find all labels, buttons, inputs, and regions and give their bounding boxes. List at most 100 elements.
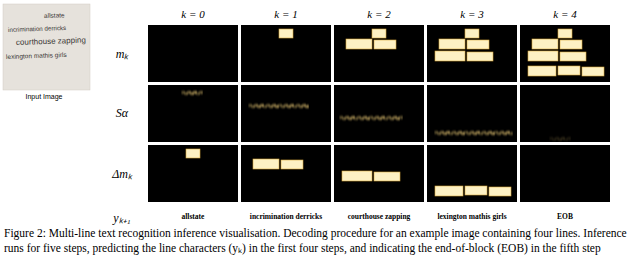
attention-dot <box>510 132 513 135</box>
prediction: allstate <box>182 212 205 221</box>
attention-dot <box>279 104 282 107</box>
attention-dot <box>504 132 507 135</box>
attention-dot <box>477 131 480 134</box>
attention-dot <box>200 91 203 94</box>
attention-map <box>148 85 238 142</box>
attention-dot <box>261 104 264 107</box>
row-label: yₖ₊₁ <box>113 209 131 226</box>
attention-dot <box>282 105 285 108</box>
attention-dot <box>394 116 397 119</box>
mask-edge <box>253 159 279 169</box>
attention-dot <box>352 116 355 119</box>
prediction: courthouse zapping <box>348 212 411 221</box>
attention-dot <box>249 104 252 107</box>
attention-dot <box>340 116 343 119</box>
attention-map <box>241 25 331 82</box>
mask-block <box>467 52 493 61</box>
map-ground <box>148 85 238 142</box>
mask-edge <box>467 52 493 61</box>
attention-map <box>427 85 517 142</box>
attention-dot <box>489 131 492 134</box>
attention-dot <box>559 138 562 141</box>
attention-dot <box>388 116 391 119</box>
attention-map <box>520 25 610 82</box>
attention-dot <box>303 104 306 107</box>
mask-edge <box>372 29 386 38</box>
attention-dot <box>397 117 400 120</box>
attention-dot <box>465 131 468 134</box>
mask-edge <box>532 39 558 49</box>
attention-dot <box>459 131 462 134</box>
attention-dot <box>273 104 276 107</box>
mask-edge <box>342 171 372 181</box>
mask-block <box>558 29 572 38</box>
mask-edge <box>435 186 463 196</box>
map-ground <box>520 145 610 202</box>
attention-dot <box>391 117 394 120</box>
attention-dot <box>507 131 510 134</box>
attention-dot <box>291 104 294 107</box>
attention-dot <box>297 104 300 107</box>
mask-edge <box>528 51 558 61</box>
attention-dot <box>562 137 565 140</box>
attention-dot <box>364 116 367 119</box>
attention-dot <box>343 117 346 120</box>
prediction: EOB <box>557 212 573 221</box>
mask-block <box>253 159 279 169</box>
map-ground <box>241 85 331 142</box>
row-label: Δmₖ <box>112 165 132 182</box>
mask-block <box>435 51 465 61</box>
mask-block <box>560 40 582 49</box>
attention-dot <box>471 131 474 134</box>
mask-edge <box>560 52 586 61</box>
mask-block <box>532 39 558 49</box>
mask-block <box>279 29 293 38</box>
mask-block <box>281 160 303 169</box>
attention-dot <box>270 105 273 108</box>
attention-dot <box>182 91 185 94</box>
mask-block <box>372 29 386 38</box>
attention-dot <box>474 132 477 135</box>
attention-dot <box>188 91 191 94</box>
attention-dot <box>444 132 447 135</box>
attention-map <box>334 145 424 202</box>
attention-dot <box>191 92 194 95</box>
attention-dot <box>185 92 188 95</box>
attention-dot <box>252 105 255 108</box>
mask-edge <box>346 39 372 49</box>
attention-dot <box>385 117 388 120</box>
row-label: mₖ <box>116 45 129 62</box>
attention-dot <box>349 117 352 120</box>
attention-dot <box>358 116 361 119</box>
input-photo <box>3 4 90 90</box>
mask-block <box>374 40 396 49</box>
step-header: k = 2 <box>367 8 390 20</box>
attention-map <box>334 85 424 142</box>
attention-dot <box>276 105 279 108</box>
mask-edge <box>435 51 465 61</box>
map-ground <box>334 85 424 142</box>
mask-block <box>528 66 556 76</box>
attention-dot <box>294 105 297 108</box>
attention-dot <box>456 132 459 135</box>
map-ground <box>520 85 610 142</box>
attention-map <box>241 145 331 202</box>
attention-dot <box>194 91 197 94</box>
mask-block <box>558 66 580 75</box>
mask-block <box>489 187 511 196</box>
attention-dot <box>492 132 495 135</box>
mask-block <box>560 52 586 61</box>
figure-caption: Figure 2: Multi-line text recognition in… <box>4 226 634 256</box>
mask-block <box>435 186 463 196</box>
image-word: allstate <box>44 11 65 19</box>
attention-map <box>148 145 238 202</box>
mask-block <box>465 29 479 38</box>
attention-dot <box>501 131 504 134</box>
attention-dot <box>379 117 382 120</box>
mask-edge <box>528 66 556 76</box>
mask-block <box>186 149 200 158</box>
attention-dot <box>300 105 303 108</box>
map-ground <box>334 145 424 202</box>
attention-map <box>520 85 610 142</box>
mask-edge <box>465 29 479 38</box>
